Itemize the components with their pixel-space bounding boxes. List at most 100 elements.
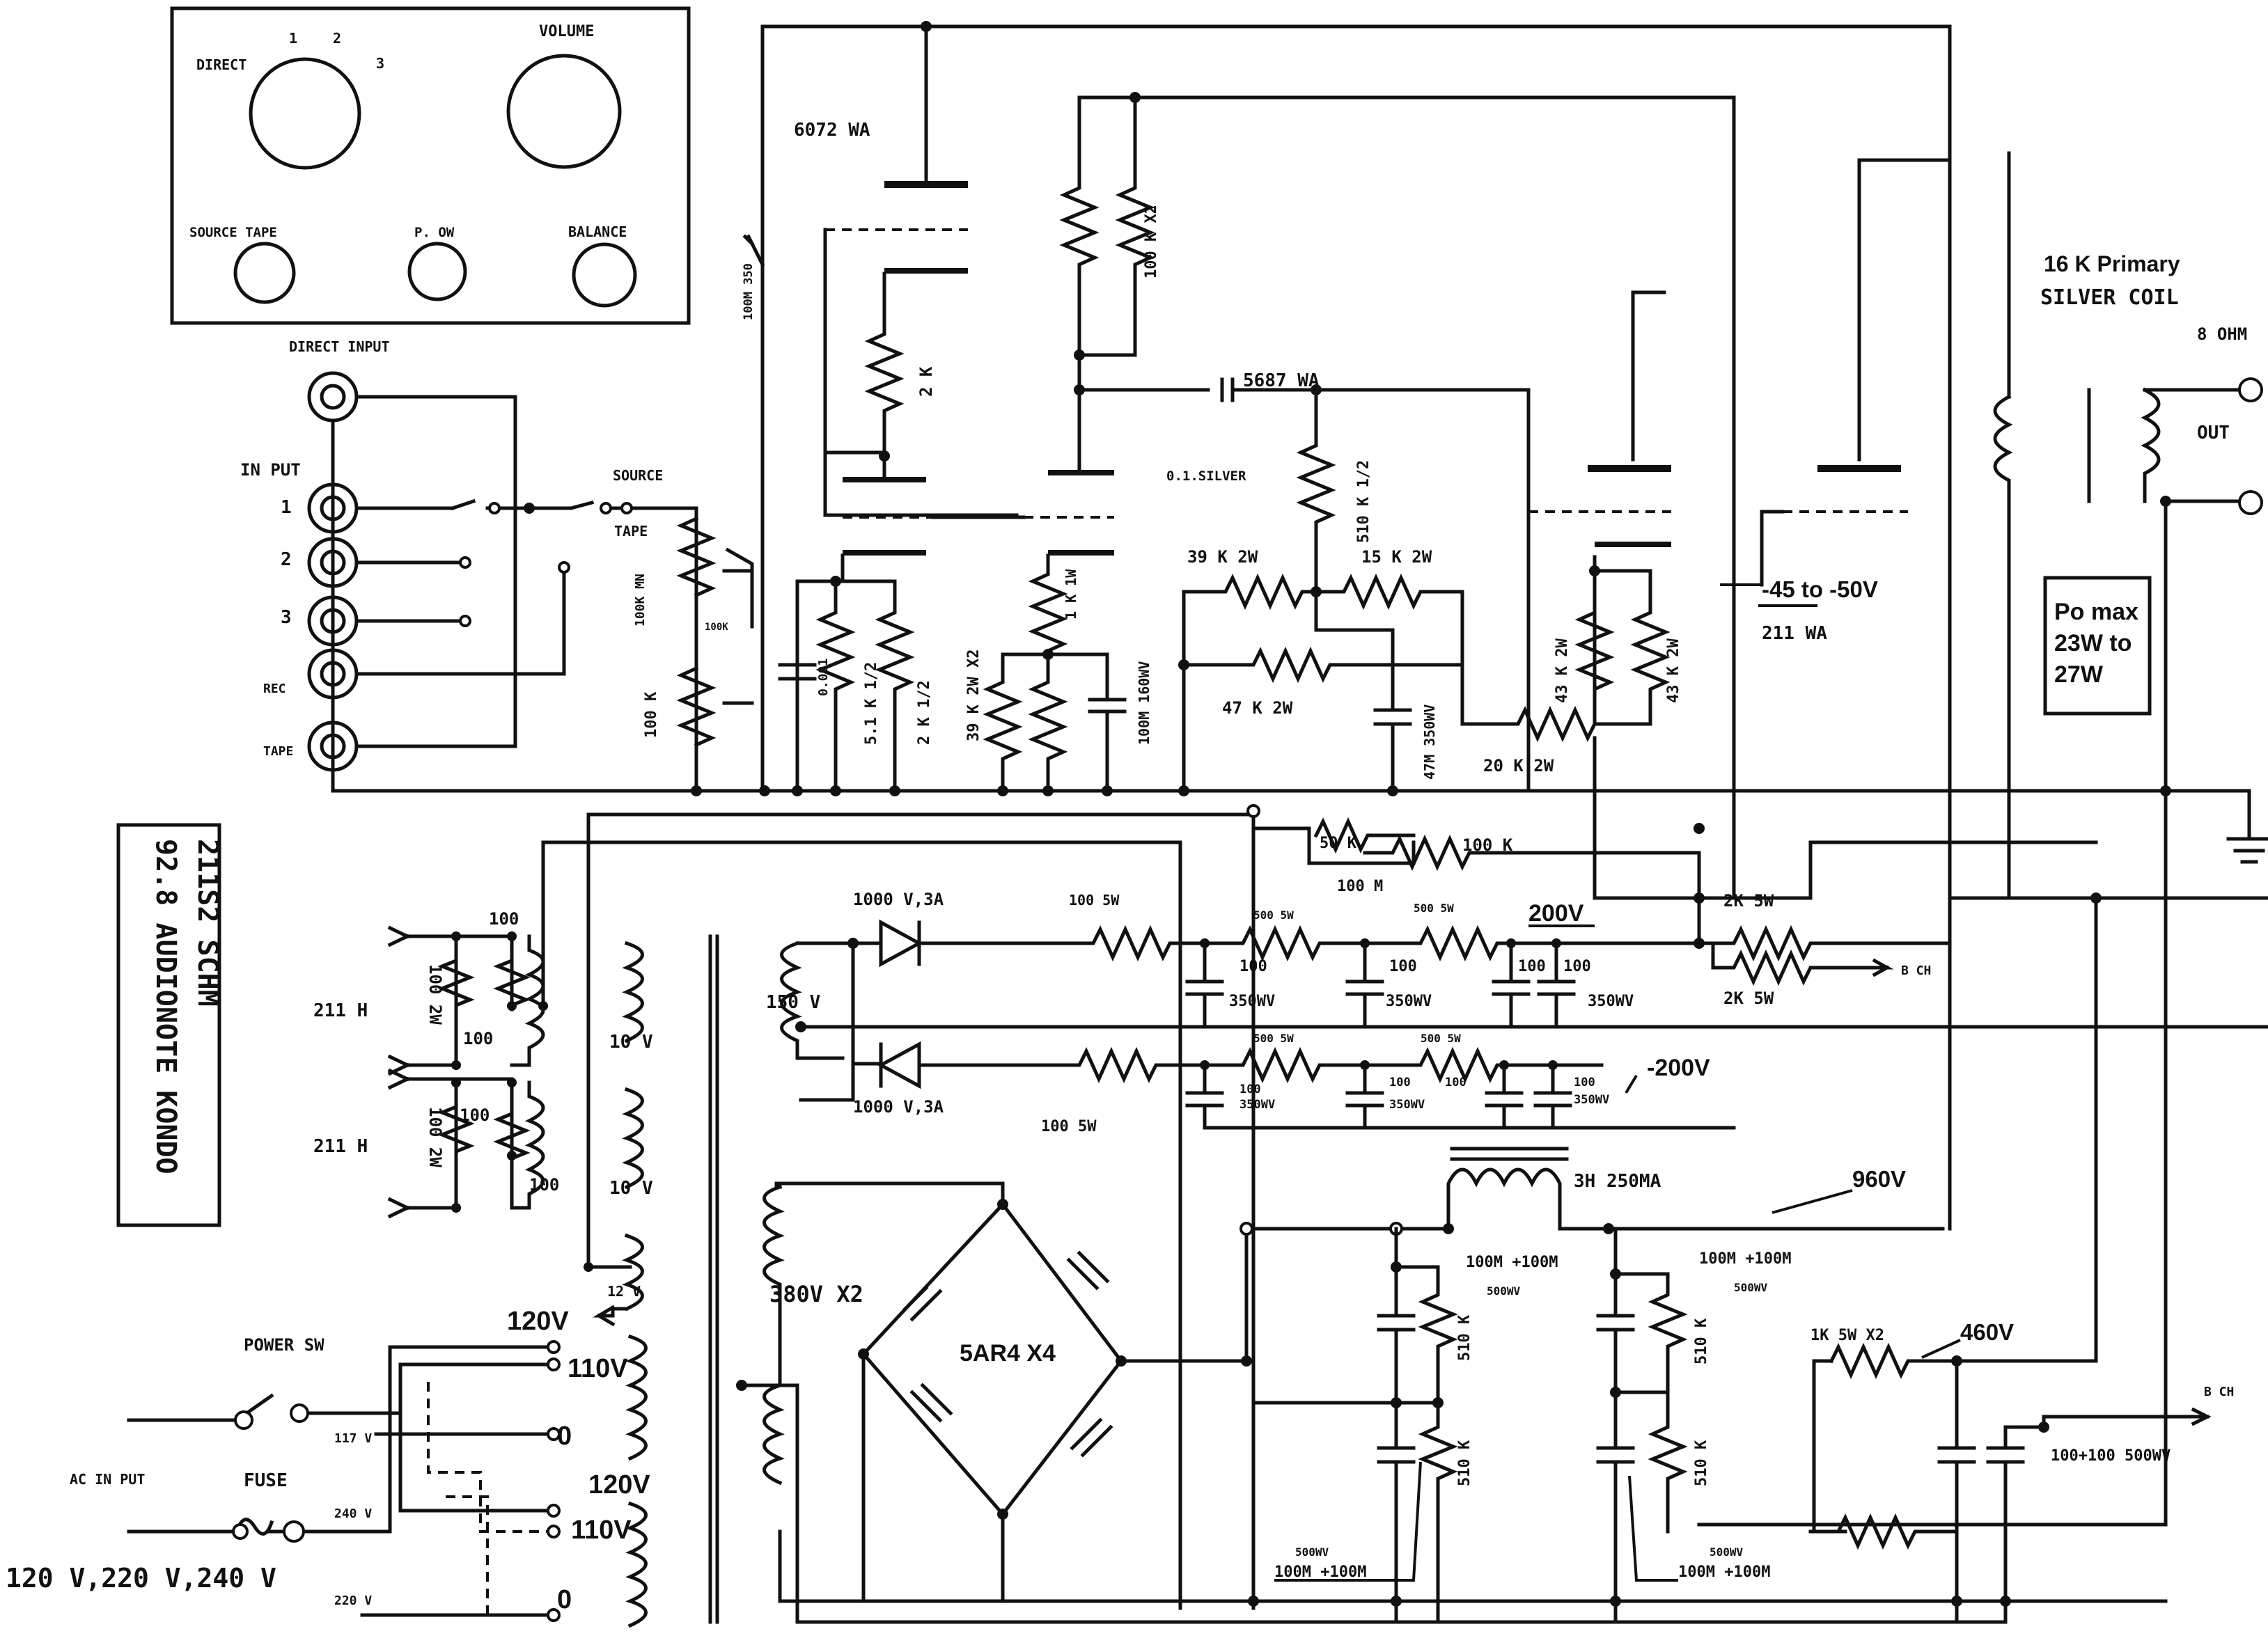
opt-primary-coil (1993, 394, 2013, 503)
tube-6072-label: 6072 WA (794, 120, 870, 141)
bias-balance-network (1251, 809, 1701, 945)
ac-input-label: AC IN PUT (70, 1471, 145, 1488)
10v-b-label: 10 V (609, 1178, 653, 1199)
fuse-icon[interactable] (234, 1518, 274, 1536)
choke-3h-250ma (1394, 1167, 1945, 1231)
tape-label: TAPE (263, 744, 293, 759)
hv-cap-d-wv-label: 500WV (1710, 1545, 1744, 1559)
diode-1000v-3a-negative (851, 941, 1207, 1089)
mains-voltages-label: 120 V,220 V,240 V (6, 1563, 276, 1593)
diode-2-label: 1000 V,3A (853, 1097, 944, 1117)
rec-label: REC (263, 682, 286, 696)
filament-a-100b-label: 100 (463, 1029, 493, 1048)
tap-110v-b: 110V (571, 1516, 632, 1545)
460v-label: 460V (1960, 1319, 2014, 1345)
cap-h-350wv-label: 350WV (1574, 1093, 1609, 1107)
resistor-39k-2w-label: 39 K 2W (1187, 547, 1258, 567)
bias-range-leader (1720, 583, 1817, 607)
resistor-15k-2w (1314, 573, 1464, 726)
resistor-1k-5w-x2-a (1829, 1342, 1959, 1380)
diode-1000v-3a-positive (851, 919, 1207, 968)
bridge-positive-output (1119, 1227, 1398, 1363)
bias-winding (780, 940, 845, 1060)
resistor-43k-2w-b-label: 43 K 2W (1665, 638, 1682, 703)
hv-cap-c-label: 100M +100M (1274, 1564, 1366, 1581)
res-100-5w-b-label: 100 5W (1041, 1118, 1097, 1135)
primary-label: 16 K Primary (2044, 251, 2180, 276)
balance-knob[interactable] (572, 242, 637, 308)
cap-100m-350 (742, 234, 765, 267)
balance-wiper (694, 597, 754, 705)
cap-e-350wv-label: 350WV (1239, 1098, 1275, 1112)
direct-input-label: DIRECT INPUT (289, 338, 390, 355)
direct-label: DIRECT (196, 56, 247, 73)
resistor-2k-5w-a (1697, 924, 1833, 962)
hv-supply: 380V X2 5AR4 X4 3H 250MA 960V 100M +100M… (736, 896, 2234, 1624)
source-tape-label: SOURCE TAPE (189, 225, 277, 240)
cap-100-350-a (1185, 941, 1224, 1029)
res-500-5w-b-label: 500 5W (1414, 902, 1454, 915)
filament-b-winding (510, 1080, 545, 1210)
cap-b-100-label: 100 (1389, 958, 1417, 975)
r-100k-bias-label: 100 K (1462, 835, 1513, 855)
speaker-terminal-common[interactable] (2238, 490, 2263, 515)
speaker-terminal-8ohm[interactable] (2238, 377, 2263, 402)
power-output-box (2043, 576, 2152, 716)
380v-x2-label: 380V X2 (769, 1281, 863, 1307)
tube-6072b-plate (843, 477, 926, 482)
to-b-ch-a-label: B CH (1901, 963, 1931, 978)
volume-pot-100k-mn[interactable] (676, 516, 717, 598)
hv-cap-a-wv-label: 500WV (1487, 1284, 1521, 1298)
vr-50k[interactable] (1313, 817, 1416, 854)
volume-network: 100K MN 100K 100 K (633, 516, 754, 793)
filament-feed (541, 812, 591, 1269)
primary-link-b (398, 1362, 549, 1513)
cap-100m-350-label: 100M 350 (742, 263, 756, 320)
volume-wiper-arrow (725, 547, 754, 629)
cap-f-100-label: 100 (1389, 1076, 1411, 1089)
5ar4-diode-d (1070, 1417, 1113, 1458)
tap-0-a: 0 (557, 1422, 572, 1451)
filament-a-100-label: 100 (489, 909, 519, 929)
tube-6072-cathode (884, 268, 968, 274)
resistor-100k-x2-a (1059, 95, 1137, 357)
resistor-100k-x2-label: 100 K X2 (1143, 205, 1160, 278)
fuse-label: FUSE (244, 1470, 288, 1491)
vr-50k-label: 50 K (1320, 835, 1357, 852)
filament-b-frame (405, 1077, 458, 1210)
460v-cap-b (1986, 1425, 2046, 1624)
primary-winding-a (625, 1334, 648, 1461)
tube-211-left-filament (1595, 542, 1671, 547)
source-tape-knob[interactable] (233, 242, 296, 304)
power-knob[interactable] (407, 242, 467, 301)
resistor-2k-half-label: 2 K 1/2 (916, 680, 933, 745)
source-tape-switch[interactable] (450, 498, 698, 793)
filament-section: 100 100 100 100 100 2W 100 2W 211 H 211 … (313, 809, 1256, 1624)
filament-a-pot (437, 934, 475, 1012)
volume-knob[interactable] (506, 54, 622, 169)
tube-6072b-cathode (843, 550, 926, 556)
hv-cap-a-label: 100M +100M (1466, 1254, 1558, 1271)
resistor-39k-2w-x2-a (983, 652, 1109, 793)
resistor-15k-2w-label: 15 K 2W (1361, 547, 1432, 567)
resistor-100k-small-label: 100K (705, 622, 728, 633)
position-2-label: 2 (333, 30, 341, 47)
resistor-510k-half-label: 510 K 1/2 (1355, 460, 1372, 543)
hv-res-c-label: 510 K (1693, 1318, 1710, 1364)
hv-winding-ends (774, 1181, 1005, 1603)
direct-selector-knob[interactable] (249, 57, 361, 170)
filament-b-pot (437, 1080, 475, 1158)
460v-cap-a (1937, 896, 2098, 1624)
coupling-cap-label: 0.1.SILVER (1166, 469, 1246, 484)
tap-120v-a: 120V (507, 1307, 569, 1336)
ground-symbol (2226, 837, 2268, 864)
primary-tap-terminals[interactable] (547, 1340, 561, 1622)
cap-100-100-500wv-label: 100+100 500WV (2051, 1447, 2171, 1465)
minus-200v-label: -200V (1647, 1055, 1710, 1081)
front-panel: DIRECT 1 2 3 VOLUME SOURCE TAPE P. OW BA… (170, 6, 691, 325)
5ar4-diode-a (902, 1285, 943, 1322)
filament-b-100b-label: 100 (529, 1175, 559, 1195)
resistor-100k-x2-b (1077, 95, 1155, 357)
cap-100-350-f (1345, 1063, 1384, 1130)
res-500-5w-d-label: 500 5W (1421, 1032, 1461, 1045)
